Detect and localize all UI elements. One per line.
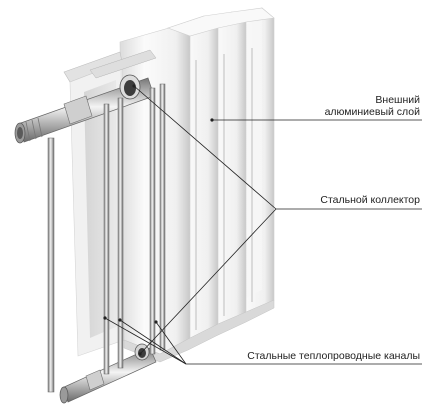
label-outer-aluminium-layer: Внешний алюминиевый слой <box>325 94 420 118</box>
label-outer-line1: Внешний <box>375 94 420 106</box>
aluminium-sections <box>63 7 275 363</box>
steel-channels <box>47 83 166 393</box>
label-steel-channels: Стальные теплопроводные каналы <box>247 350 420 362</box>
steel-collector-top <box>14 74 155 144</box>
label-steel-collector: Стальной коллектор <box>320 194 420 206</box>
label-outer-line2: алюминиевый слой <box>324 106 420 118</box>
callout-lines <box>103 84 422 365</box>
